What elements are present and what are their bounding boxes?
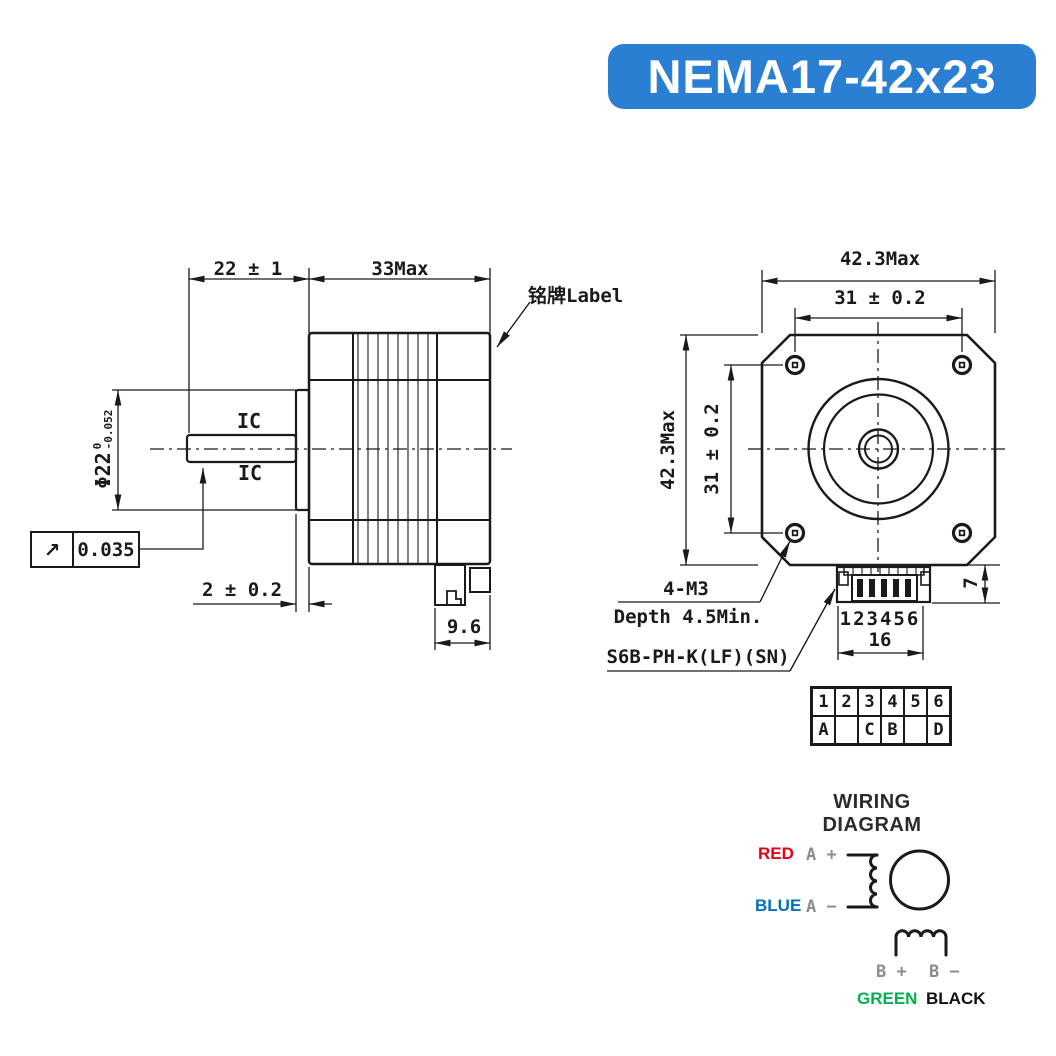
pin-number-cell: 1 <box>812 688 835 716</box>
wire-green-label: GREEN <box>857 989 918 1008</box>
shaft-mark-top: IC <box>236 409 262 433</box>
dim-hole-pitch-vertical: 31 ± 0.2 <box>701 403 723 495</box>
motor-circle <box>889 849 950 911</box>
connector-leader <box>789 588 836 672</box>
terminal-a-minus: A − <box>806 897 837 917</box>
terminal-b-minus: B − <box>929 962 960 982</box>
pin-number-cell: 6 <box>927 688 950 716</box>
front-connector <box>835 565 932 604</box>
dim-side-connector-width: 9.6 <box>446 616 482 638</box>
pin-phase-cell: C <box>858 716 881 744</box>
runout-control-frame: ↗ 0.035 <box>30 531 140 568</box>
shaft-diameter-value: Φ22 <box>91 452 115 489</box>
wire-red-label: RED <box>758 844 794 863</box>
shaft-mark-bottom: IC <box>237 461 263 485</box>
dim-shaft-length: 22 ± 1 <box>213 258 283 280</box>
pin-phase-cell: D <box>927 716 950 744</box>
pin-number-cell: 4 <box>881 688 904 716</box>
dim-body-height: 42.3Max <box>657 409 679 491</box>
wire-black-label: BLACK <box>926 989 986 1008</box>
dim-shaft-diameter: Φ22 0 -0.052 <box>86 389 120 509</box>
dim-hole-pitch-horizontal: 31 ± 0.2 <box>834 287 926 309</box>
note-connector-type: S6B-PH-K(LF)(SN) <box>606 646 790 668</box>
pin-phase-cell <box>835 716 858 744</box>
pin-number-cell: 2 <box>835 688 858 716</box>
runout-symbol-icon: ↗ <box>32 533 74 566</box>
note-mounting-holes: 4-M3 <box>663 578 709 600</box>
wiring-schematic <box>846 849 950 957</box>
runout-value: 0.035 <box>77 538 135 561</box>
nameplate-leader <box>496 301 531 348</box>
coil-b <box>894 929 948 957</box>
note-hole-depth: Depth 4.5Min. <box>613 606 763 628</box>
dim-connector-height: 7 <box>960 577 982 589</box>
wire-blue-label: BLUE <box>755 896 802 915</box>
phase-a-leads <box>846 853 879 909</box>
pilot-boss <box>294 388 311 512</box>
mounting-holes <box>784 354 973 544</box>
side-connector <box>434 564 491 606</box>
dim-body-width: 42.3Max <box>839 248 921 270</box>
nameplate-label: 铭牌Label <box>528 285 624 307</box>
pin-number-cell: 5 <box>904 688 927 716</box>
coil-a <box>869 853 879 909</box>
pin-assignment-table: 1 2 3 4 5 6 A C B D <box>810 686 952 746</box>
pin-phase-cell <box>904 716 927 744</box>
dim-body-length: 33Max <box>371 258 429 280</box>
side-view <box>112 268 531 650</box>
holes-leader <box>759 540 791 603</box>
shaft-diameter-tolerance: 0 -0.052 <box>91 409 115 450</box>
dim-connector-pitch: 16 <box>868 629 892 651</box>
connector-pin-numbers: 123456 <box>839 608 921 630</box>
wiring-diagram-title: WIRING DIAGRAM <box>822 791 922 836</box>
product-badge: NEMA17-42x23 <box>608 44 1036 109</box>
dim-pilot-height: 2 ± 0.2 <box>201 579 283 601</box>
pin-phase-cell: A <box>812 716 835 744</box>
terminal-a-plus: A + <box>806 845 837 865</box>
pin-number-cell: 3 <box>858 688 881 716</box>
connector-pins <box>857 579 911 597</box>
terminal-b-plus: B + <box>876 962 907 982</box>
front-dimensions <box>607 270 1000 672</box>
front-view <box>607 270 1010 672</box>
pin-phase-cell: B <box>881 716 904 744</box>
side-dimensions <box>112 268 531 650</box>
